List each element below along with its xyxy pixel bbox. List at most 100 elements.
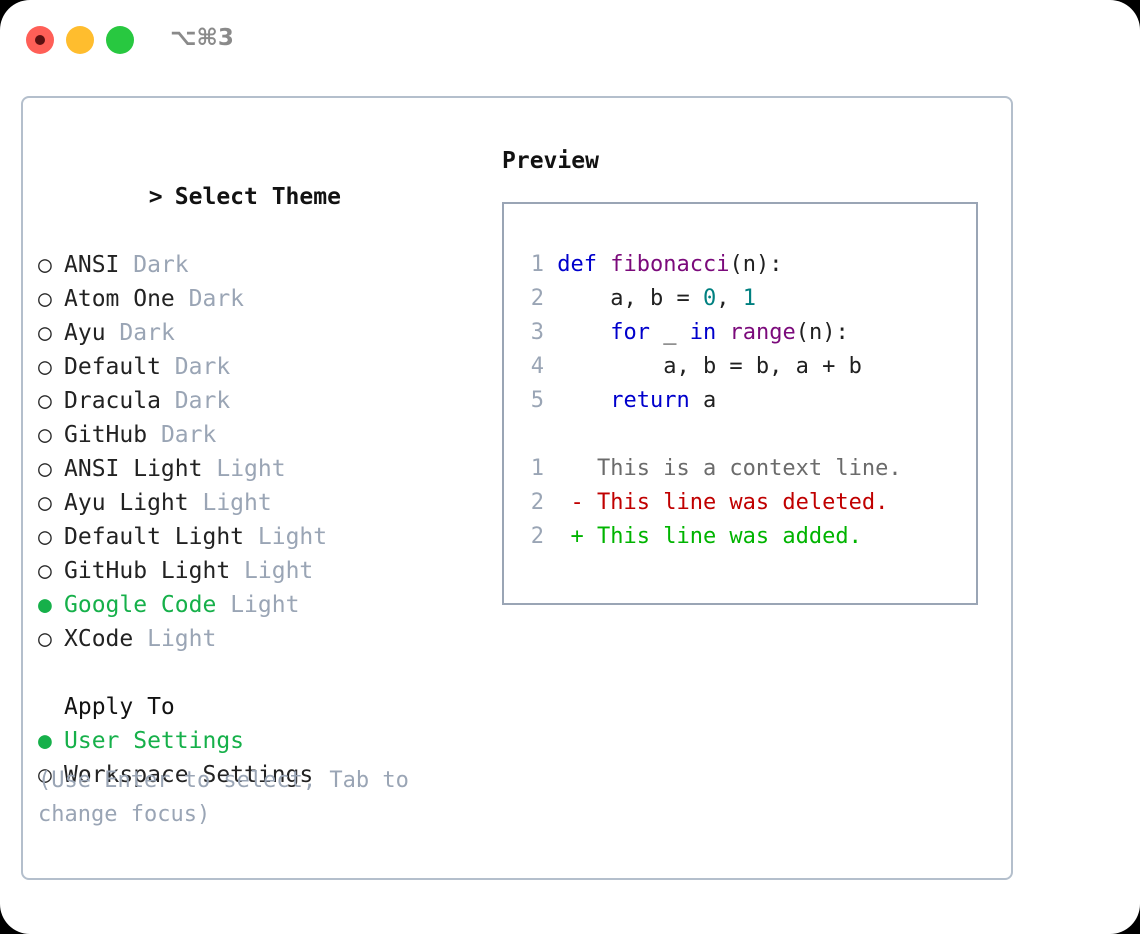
theme-option-label: Google Code bbox=[64, 592, 217, 618]
theme-option-tag: Dark bbox=[160, 422, 217, 448]
maximize-button[interactable] bbox=[106, 26, 134, 54]
gutter-spacer bbox=[544, 354, 557, 379]
theme-option-tag: Light bbox=[257, 524, 328, 550]
line-number: 4 bbox=[530, 354, 544, 379]
theme-option-ansi-light[interactable]: ○ ANSI Light Light bbox=[38, 452, 468, 486]
title-bar: ⌥⌘3 bbox=[0, 0, 1140, 78]
code-token-pl: , bbox=[716, 286, 743, 311]
theme-option-google-code[interactable]: ●Google Code Light bbox=[38, 588, 468, 622]
diff-line-text: + This line was added. bbox=[544, 524, 862, 549]
theme-option-default[interactable]: ○ Default Dark bbox=[38, 350, 468, 384]
code-line: 2 a, b = 0, 1 bbox=[518, 282, 970, 316]
code-token-pl bbox=[557, 320, 610, 345]
window-shortcut-label: ⌥⌘3 bbox=[170, 25, 234, 51]
theme-option-tag: Light bbox=[216, 456, 286, 482]
radio-unselected-icon: ○ bbox=[38, 490, 52, 516]
radio-unselected-icon: ○ bbox=[38, 354, 52, 380]
theme-option-label: Ayu Light bbox=[64, 490, 189, 516]
code-token-kw: in bbox=[689, 320, 717, 345]
gutter-spacer bbox=[544, 388, 557, 413]
code-token-fn: range bbox=[729, 320, 796, 345]
diff-line-del: 2 - This line was deleted. bbox=[518, 486, 970, 520]
minimize-button[interactable] bbox=[66, 26, 94, 54]
theme-option-tag: Dark bbox=[133, 252, 189, 278]
theme-option-dracula[interactable]: ○Dracula Dark bbox=[38, 384, 468, 418]
code-line: 5 return a bbox=[518, 384, 970, 418]
theme-option-label: Default bbox=[64, 354, 161, 380]
code-token-pl: a, b = b, a + b bbox=[557, 354, 862, 379]
gutter-spacer bbox=[544, 320, 557, 345]
code-token-kw: return bbox=[610, 388, 690, 413]
radio-unselected-icon: ○ bbox=[38, 422, 52, 448]
radio-unselected-icon: ○ bbox=[38, 388, 52, 414]
theme-option-ayu[interactable]: ○ Ayu Dark bbox=[38, 316, 468, 350]
line-number: 1 bbox=[530, 252, 544, 277]
line-number: 2 bbox=[530, 524, 544, 549]
theme-option-label: ANSI Light bbox=[64, 456, 203, 482]
theme-list-header: >Select Theme bbox=[38, 146, 468, 248]
theme-selector-column: >Select Theme ○ANSI Dark○Atom One Dark ○ A… bbox=[38, 146, 468, 792]
radio-unselected-icon: ○ bbox=[38, 252, 52, 278]
apply-to-header: Apply To bbox=[64, 694, 175, 720]
code-line: 1 def fibonacci(n): bbox=[518, 248, 970, 282]
theme-option-tag: Dark bbox=[174, 388, 231, 414]
theme-option-label: GitHub bbox=[64, 422, 148, 448]
theme-option-default-light[interactable]: ○Default Light Light bbox=[38, 520, 468, 554]
radio-unselected-icon: ○ bbox=[38, 626, 52, 652]
theme-option-tag: Light bbox=[147, 626, 217, 652]
theme-option-github[interactable]: ○ GitHub Dark bbox=[38, 418, 468, 452]
apply-to-option-label: User Settings bbox=[64, 728, 245, 754]
apply-to-option-user-settings[interactable]: ●User Settings bbox=[38, 724, 468, 758]
gutter-spacer bbox=[544, 252, 557, 277]
keyboard-hint-text: (Use Enter to select, Tab to change focu… bbox=[38, 768, 423, 827]
theme-option-ansi[interactable]: ○ANSI Dark bbox=[38, 248, 468, 282]
line-number: 2 bbox=[530, 490, 544, 515]
theme-option-tag: Dark bbox=[188, 286, 245, 312]
radio-unselected-icon: ○ bbox=[38, 762, 52, 788]
theme-option-ayu-light[interactable]: ○Ayu Light Light bbox=[38, 486, 468, 520]
code-token-pl bbox=[716, 320, 729, 345]
line-number: 2 bbox=[530, 286, 544, 311]
radio-unselected-icon: ○ bbox=[38, 524, 52, 550]
apply-to-list: ●User Settings○Workspace Settings bbox=[38, 724, 468, 792]
code-line: 3 for _ in range(n): bbox=[518, 316, 970, 350]
theme-option-github-light[interactable]: ○GitHub Light Light bbox=[38, 554, 468, 588]
line-number: 5 bbox=[530, 388, 544, 413]
diff-spacer bbox=[518, 418, 970, 452]
code-token-fn: fibonacci bbox=[610, 252, 730, 277]
diff-line-add: 2 + This line was added. bbox=[518, 520, 970, 554]
radio-unselected-icon: ○ bbox=[38, 456, 52, 482]
theme-option-xcode[interactable]: ○XCode Light bbox=[38, 622, 468, 656]
theme-option-label: GitHub Light bbox=[64, 558, 231, 584]
code-token-pl bbox=[557, 388, 610, 413]
close-button[interactable] bbox=[26, 26, 54, 54]
code-token-pl: _ bbox=[649, 320, 690, 345]
apply-to-option-workspace-settings[interactable]: ○Workspace Settings bbox=[38, 758, 468, 792]
code-token-pl: a, b = bbox=[557, 286, 703, 311]
code-token-num: 1 bbox=[742, 286, 756, 311]
diff-line-text: - This line was deleted. bbox=[544, 490, 889, 515]
diff-block: 1 This is a context line.2 - This line w… bbox=[518, 452, 970, 554]
theme-option-tag: Light bbox=[244, 558, 314, 584]
theme-option-atom-one[interactable]: ○Atom One Dark bbox=[38, 282, 468, 316]
diff-line-text: This is a context line. bbox=[544, 456, 902, 481]
theme-option-tag: Dark bbox=[119, 320, 175, 346]
code-line: 4 a, b = b, a + b bbox=[518, 350, 970, 384]
theme-list: ○ANSI Dark○Atom One Dark○Ayu Dark○Defaul… bbox=[38, 248, 468, 656]
radio-selected-icon: ● bbox=[38, 592, 52, 618]
code-token-pl: (n): bbox=[729, 252, 783, 277]
code-token-pl: (n): bbox=[795, 320, 849, 345]
preview-title: Preview bbox=[502, 148, 599, 174]
theme-option-tag: Dark bbox=[174, 354, 231, 380]
code-token-num: 0 bbox=[702, 286, 717, 311]
theme-option-label: Ayu bbox=[64, 320, 106, 346]
record-indicator-icon bbox=[35, 35, 45, 45]
code-token-kw: def bbox=[557, 252, 611, 277]
radio-unselected-icon: ○ bbox=[38, 320, 52, 346]
section-spacer bbox=[38, 656, 468, 690]
code-token-kw: for bbox=[610, 320, 650, 345]
